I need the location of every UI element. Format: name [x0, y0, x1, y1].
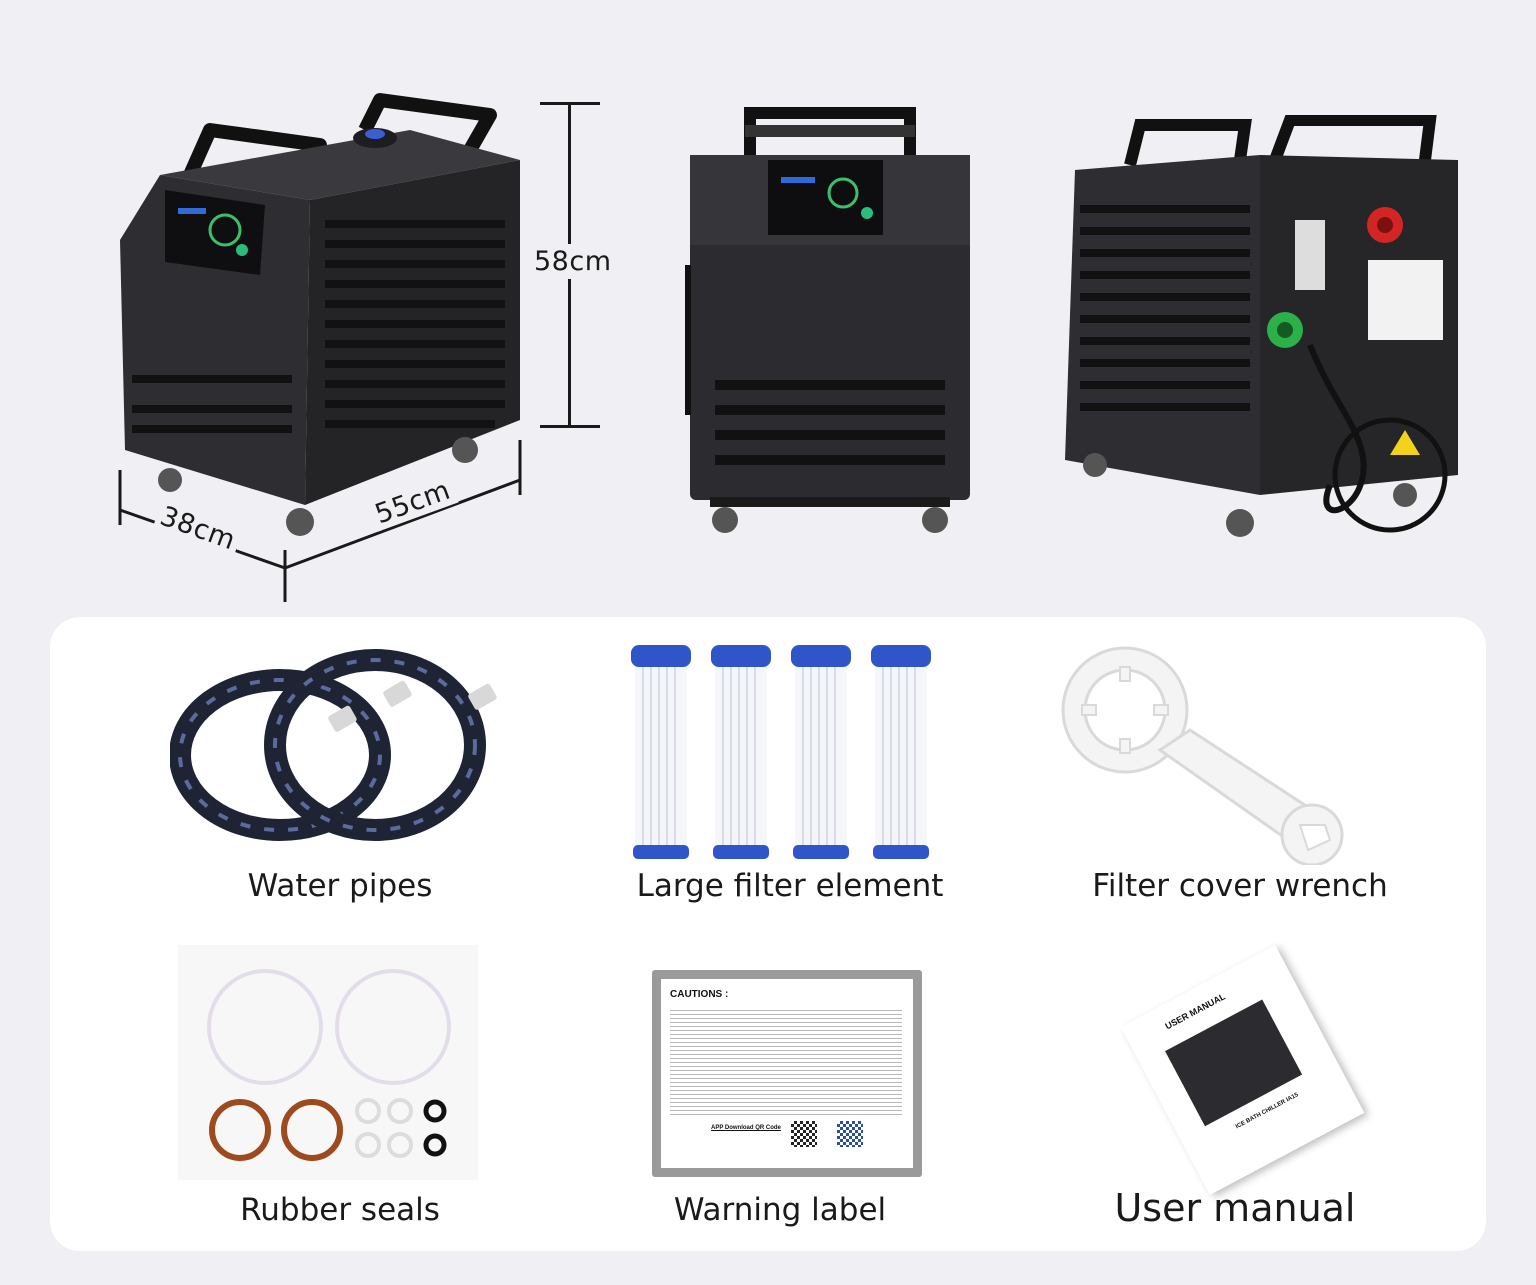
warning-label-qr-title: APP Download QR Code	[711, 1125, 781, 1131]
water-pipes-image	[169, 640, 510, 850]
chiller-perspective-view	[110, 90, 530, 550]
accessory-caption-warning-label: Warning label	[673, 1192, 887, 1228]
wrench-image	[1050, 645, 1350, 867]
qr-code-icon	[837, 1121, 863, 1147]
user-manual-image: USER MANUAL ICE BATH CHILLER IA15	[1120, 945, 1400, 1195]
warning-label-title: CAUTIONS :	[670, 989, 729, 1000]
accessory-caption-wrench: Filter cover wrench	[1092, 868, 1388, 904]
warning-label-sheet: CAUTIONS : APP Download QR Code	[661, 979, 913, 1168]
chiller-rear-view	[1060, 114, 1460, 545]
accessory-caption-filter-element: Large filter element	[636, 868, 944, 904]
filter-cartridges-image	[625, 640, 945, 865]
accessory-caption-rubber-seals: Rubber seals	[240, 1192, 440, 1228]
accessory-caption-user-manual: User manual	[1114, 1186, 1356, 1230]
height-dimension-label: 58cm	[532, 244, 614, 279]
warning-label-image: CAUTIONS : APP Download QR Code	[652, 970, 922, 1177]
chiller-front-view	[685, 105, 975, 540]
qr-code-icon	[791, 1121, 817, 1147]
accessory-caption-water-pipes: Water pipes	[247, 868, 433, 904]
manual-booklet: USER MANUAL ICE BATH CHILLER IA15	[1120, 945, 1365, 1195]
rubber-seals-image	[178, 945, 478, 1180]
height-dimension-cap-top	[540, 102, 600, 105]
height-dimension-cap-bottom	[540, 425, 600, 428]
warning-label-fine-print	[670, 1007, 902, 1115]
